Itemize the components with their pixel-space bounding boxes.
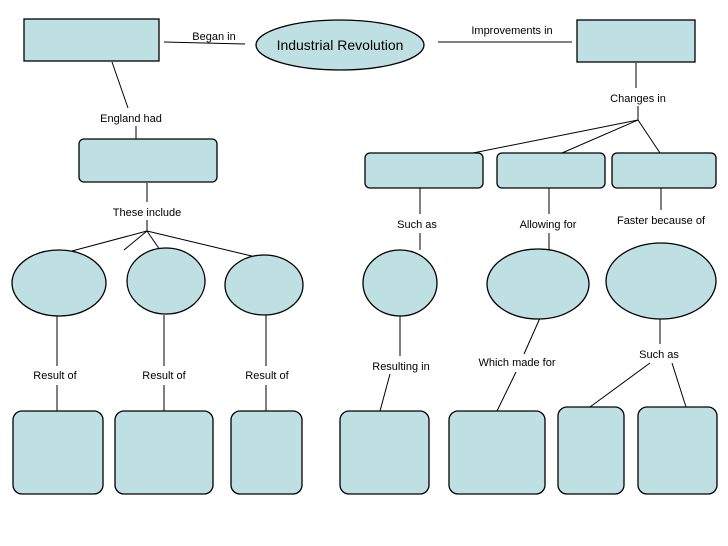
- connector-these-include-branch-3: [146, 230, 261, 259]
- result-box-2[interactable]: [114, 410, 214, 495]
- label-which-made-for: Which made for: [478, 357, 555, 369]
- diagram-title: Industrial Revolution: [277, 37, 404, 53]
- connector-ellipse-5-to-which-made-for: [523, 317, 541, 355]
- label-result-of-3: Result of: [245, 370, 289, 382]
- label-such-as-1: Such as: [397, 219, 437, 231]
- these-include-ellipse-1[interactable]: [11, 249, 107, 317]
- changes-box-3[interactable]: [611, 152, 717, 189]
- connector-these-include-branch-2: [146, 230, 161, 251]
- label-allowing-for: Allowing for: [520, 219, 577, 231]
- allowing-for-ellipse[interactable]: [486, 248, 590, 320]
- resulting-in-box[interactable]: [339, 410, 430, 495]
- connector-changes-branch-3: [637, 119, 661, 154]
- began-in-box[interactable]: [23, 18, 160, 62]
- connector-which-made-for-to-box: [496, 371, 517, 412]
- label-these-include: These include: [113, 207, 182, 219]
- connector-resulting-in-to-box: [379, 373, 391, 412]
- connector-such-as-branch-2: [671, 362, 687, 408]
- result-box-3[interactable]: [230, 410, 303, 495]
- such-as-ellipse[interactable]: [362, 249, 438, 317]
- label-faster-because-of: Faster because of: [617, 215, 706, 227]
- connectors: [56, 41, 687, 412]
- such-as-box-1[interactable]: [557, 406, 625, 495]
- connector-changes-branch-2: [561, 119, 639, 154]
- which-made-for-box[interactable]: [448, 410, 546, 495]
- changes-box-1[interactable]: [364, 152, 484, 189]
- connector-title-to-began-in: [163, 41, 246, 45]
- faster-because-of-ellipse[interactable]: [605, 242, 717, 320]
- england-had-box[interactable]: [78, 138, 218, 183]
- label-such-as-2: Such as: [639, 349, 679, 361]
- connector-changes-branch-1: [472, 119, 639, 154]
- changes-box-2[interactable]: [496, 152, 606, 189]
- connector-such-as-branch-1: [589, 362, 651, 408]
- connector-began-box-to-england-had: [111, 61, 129, 109]
- label-changes-in: Changes in: [610, 93, 666, 105]
- connector-these-include-branch-4: [123, 230, 148, 251]
- label-resulting-in: Resulting in: [372, 361, 429, 373]
- label-began-in: Began in: [192, 31, 235, 43]
- label-result-of-2: Result of: [142, 370, 186, 382]
- such-as-box-2[interactable]: [637, 406, 718, 495]
- these-include-ellipse-3[interactable]: [224, 254, 304, 316]
- improvements-in-box[interactable]: [576, 19, 696, 63]
- label-england-had: England had: [100, 113, 162, 125]
- result-box-1[interactable]: [12, 410, 104, 495]
- industrial-revolution-node[interactable]: [255, 19, 425, 71]
- label-improvements-in: Improvements in: [471, 25, 552, 37]
- these-include-ellipse-2[interactable]: [126, 247, 206, 315]
- label-result-of-1: Result of: [33, 370, 77, 382]
